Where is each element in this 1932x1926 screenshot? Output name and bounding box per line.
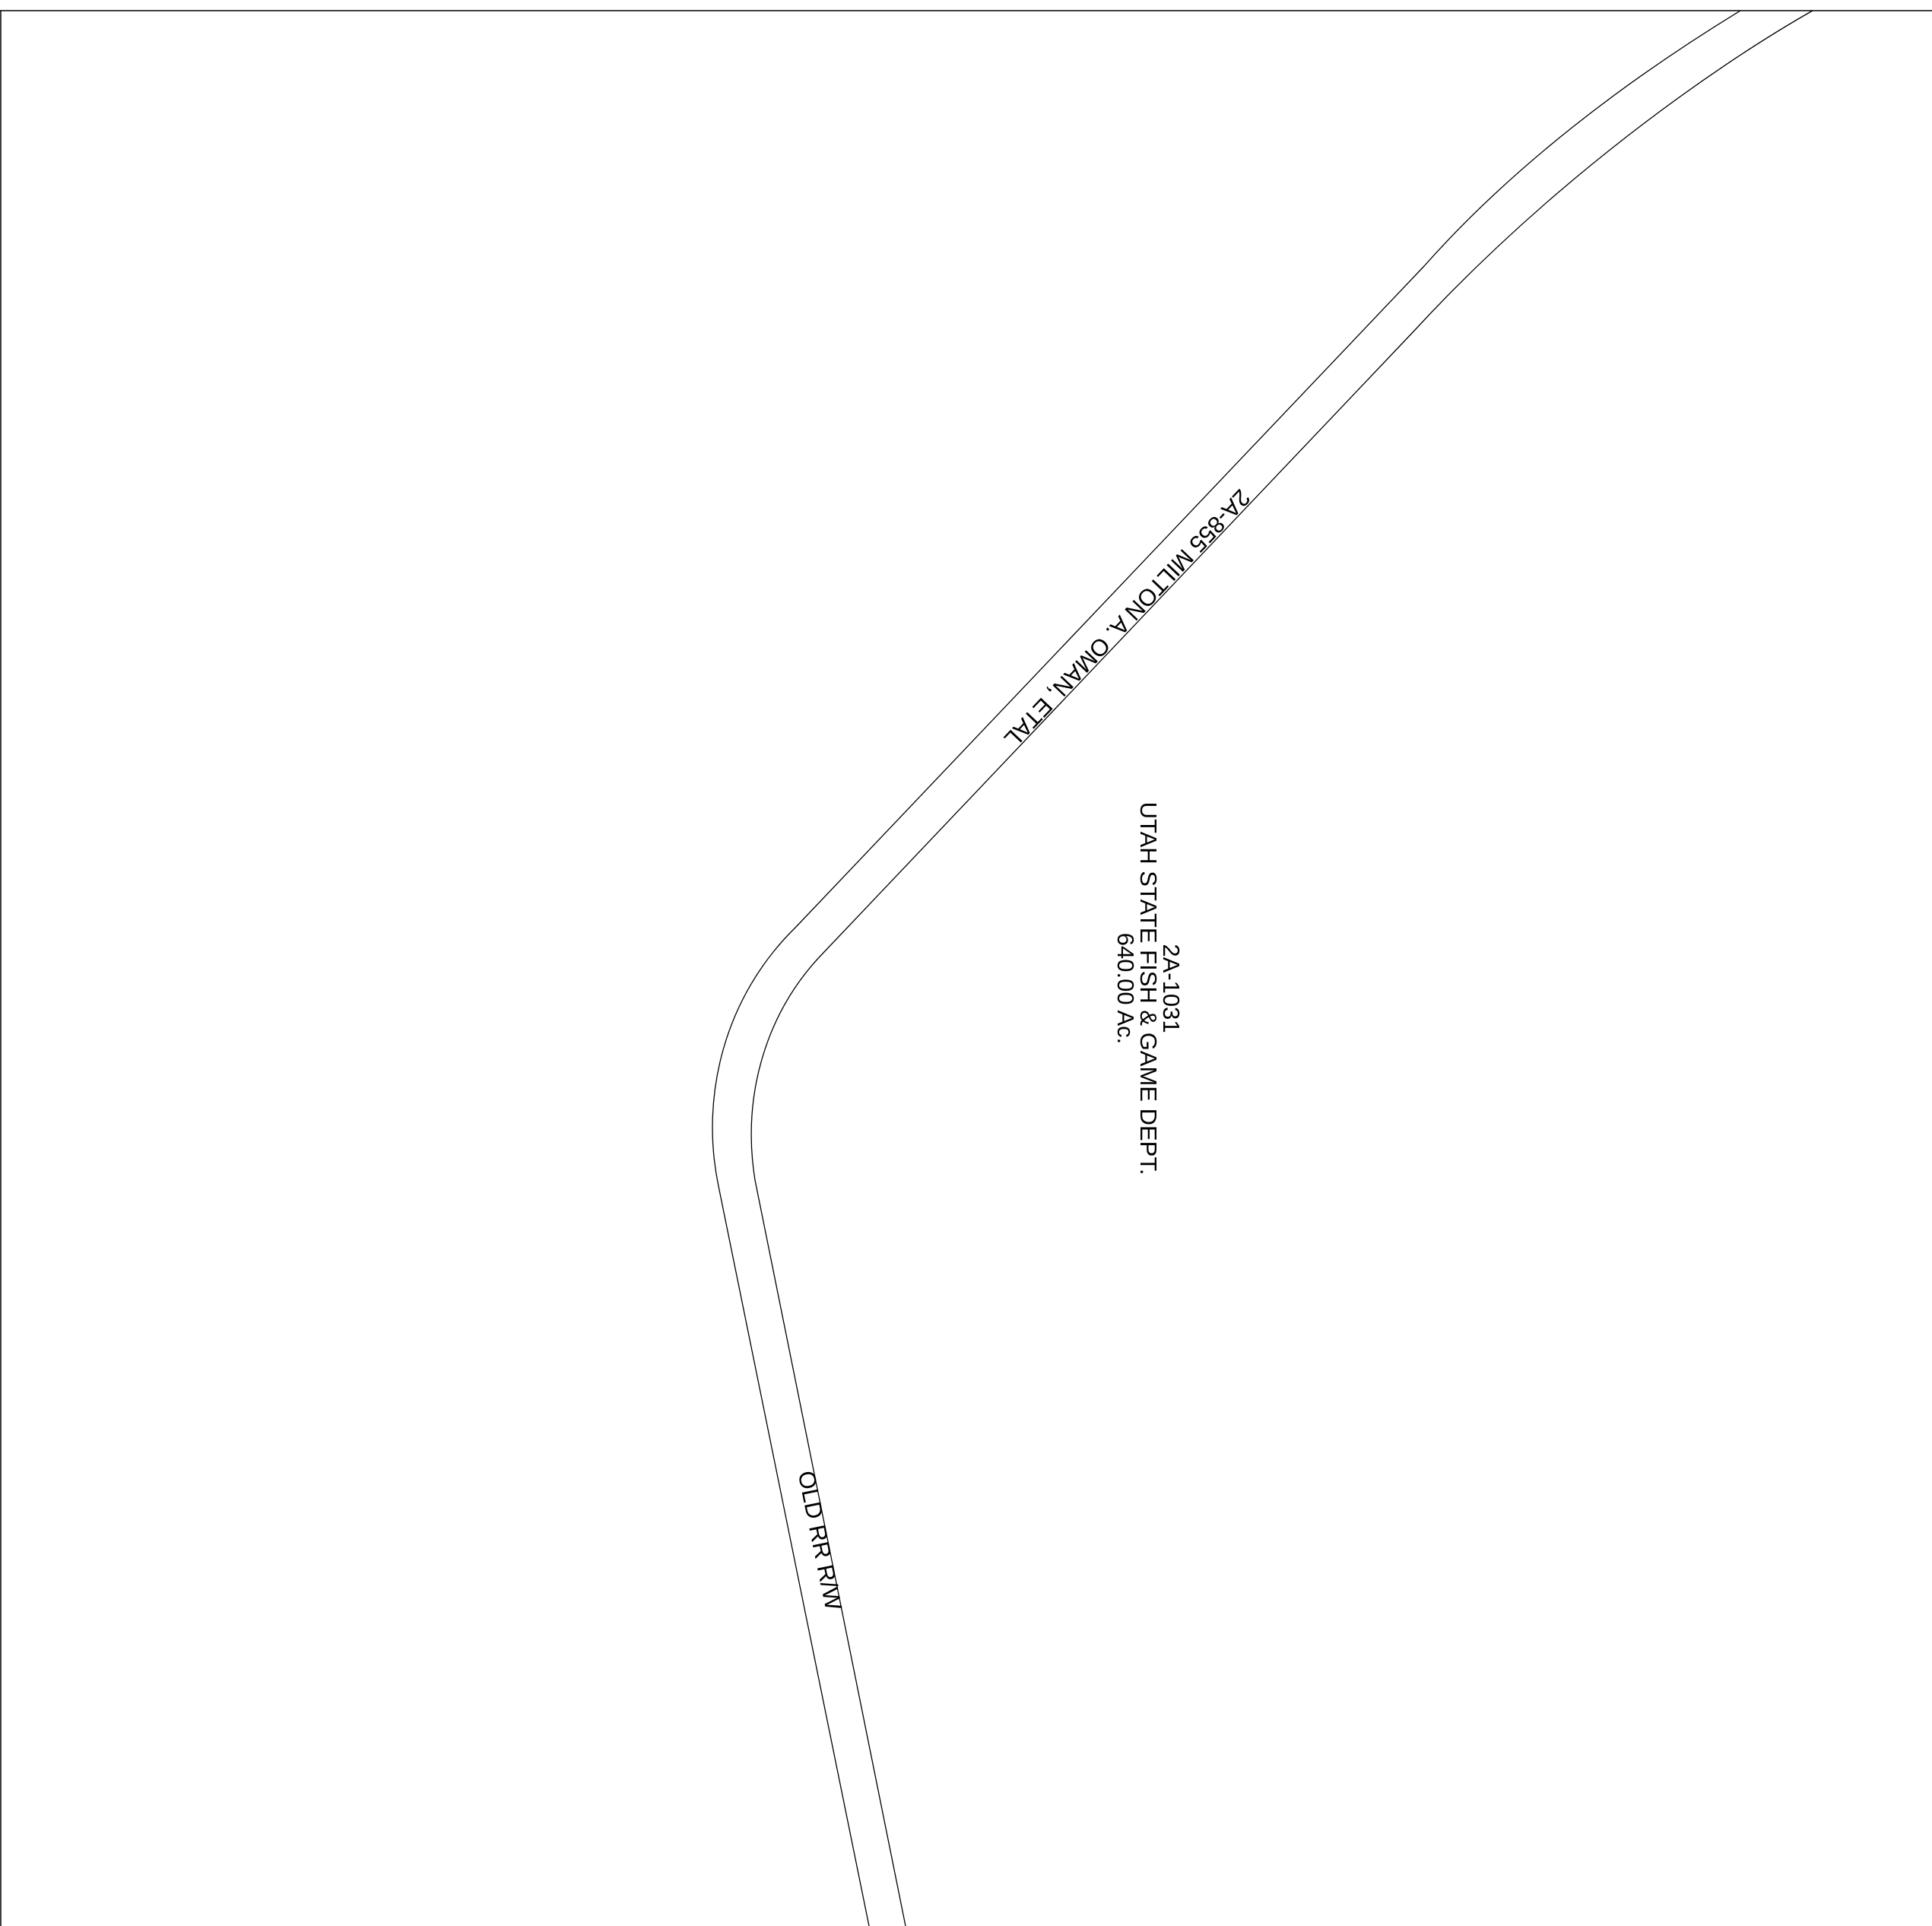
- parcel-owner: UTAH STATE FISH & GAME DEPT.: [1135, 802, 1162, 1176]
- parcel-area: 640.00 Ac.: [1112, 933, 1139, 1045]
- right-of-way-west-boundary: [712, 10, 1741, 1926]
- strip-owner-label: 2A-855 MILTON A. OMAN, ETAL: [999, 484, 1255, 753]
- parcel-id: 2A-1031: [1158, 944, 1185, 1033]
- parcel-label-block: 2A-1031 UTAH STATE FISH & GAME DEPT. 640…: [1112, 802, 1185, 1176]
- right-of-way-east-boundary: [750, 10, 1813, 1926]
